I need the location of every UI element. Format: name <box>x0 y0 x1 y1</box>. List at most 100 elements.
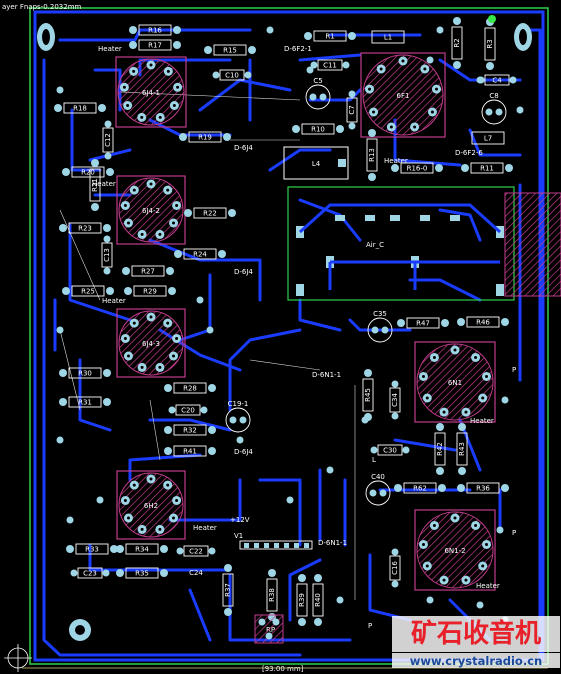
resistor[interactable] <box>457 316 509 328</box>
vacuum-tube-socket[interactable] <box>414 509 496 591</box>
resistor[interactable] <box>397 317 449 329</box>
via-pad[interactable] <box>206 326 214 334</box>
resistor[interactable] <box>66 543 118 555</box>
resistor-ref-label: R34 <box>135 546 149 554</box>
capacitor[interactable] <box>70 567 110 579</box>
resistor[interactable] <box>124 285 176 297</box>
air-capacitor-pad[interactable] <box>335 215 345 221</box>
capacitor[interactable] <box>481 99 507 125</box>
resistor[interactable] <box>129 24 181 36</box>
capacitor[interactable] <box>346 90 358 130</box>
via-pad[interactable] <box>436 26 444 34</box>
capacitor[interactable] <box>225 407 251 433</box>
via-pad[interactable] <box>56 86 64 94</box>
via-pad[interactable] <box>56 326 64 334</box>
via-pad[interactable] <box>196 296 204 304</box>
resistor[interactable] <box>89 159 101 211</box>
resistor[interactable] <box>59 222 111 234</box>
air-capacitor-pad[interactable] <box>420 215 430 221</box>
via-pad[interactable] <box>56 436 64 444</box>
inductor[interactable] <box>471 131 505 145</box>
capacitor[interactable] <box>365 480 391 506</box>
resistor[interactable] <box>59 367 111 379</box>
air-capacitor-pad[interactable] <box>365 215 375 221</box>
via-pad[interactable] <box>476 76 484 84</box>
site-watermark <box>392 616 560 668</box>
vacuum-tube-socket[interactable] <box>360 52 446 138</box>
via-pad[interactable] <box>306 66 314 74</box>
resistor[interactable] <box>434 423 446 475</box>
inductor[interactable] <box>283 146 349 180</box>
regulator-header-strip[interactable] <box>239 540 313 550</box>
resistor-ref-label: R46 <box>476 319 490 327</box>
potentiometer[interactable] <box>254 614 284 644</box>
via-pad[interactable] <box>236 436 244 444</box>
air-capacitor-pad[interactable] <box>296 284 304 296</box>
resistor[interactable] <box>292 123 344 135</box>
resistor[interactable] <box>304 30 356 42</box>
resistor[interactable] <box>122 265 174 277</box>
via-pad[interactable] <box>96 496 104 504</box>
via-pad[interactable] <box>286 496 294 504</box>
resistor[interactable] <box>62 285 114 297</box>
via-pad[interactable] <box>426 56 434 64</box>
inductor[interactable] <box>371 30 405 44</box>
capacitor-ref-label: C7 <box>348 105 356 114</box>
resistor[interactable] <box>59 396 111 408</box>
capacitor[interactable] <box>310 59 350 71</box>
resistor[interactable] <box>204 44 256 56</box>
capacitor[interactable] <box>367 317 393 343</box>
resistor[interactable] <box>164 382 216 394</box>
vacuum-tube-socket[interactable] <box>116 308 186 378</box>
via-pad[interactable] <box>66 516 74 524</box>
resistor[interactable] <box>312 574 324 626</box>
capacitor[interactable] <box>102 120 114 160</box>
resistor[interactable] <box>116 543 168 555</box>
resistor[interactable] <box>366 129 378 181</box>
air-capacitor-pad[interactable] <box>390 215 400 221</box>
capacitor-ref-label: C4 <box>492 77 502 85</box>
via-pad[interactable] <box>326 466 334 474</box>
copper-trace <box>348 318 412 332</box>
resistor[interactable] <box>129 39 181 51</box>
capacitor[interactable] <box>389 548 401 588</box>
via-pad[interactable] <box>501 396 509 404</box>
resistor[interactable] <box>184 207 236 219</box>
resistor[interactable] <box>164 424 216 436</box>
air-capacitor-pad[interactable] <box>450 215 460 221</box>
resistor[interactable] <box>62 166 114 178</box>
resistor[interactable] <box>54 102 106 114</box>
resistor[interactable] <box>222 564 234 616</box>
capacitor[interactable] <box>168 404 208 416</box>
vacuum-tube-socket[interactable] <box>115 56 187 128</box>
resistor[interactable] <box>179 131 231 143</box>
vacuum-tube-socket[interactable] <box>116 470 186 540</box>
resistor[interactable] <box>296 574 308 626</box>
via-pad[interactable] <box>336 596 344 604</box>
vacuum-tube-socket[interactable] <box>116 175 186 245</box>
resistor[interactable] <box>457 482 509 494</box>
via-pad[interactable] <box>266 26 274 34</box>
resistor[interactable] <box>461 162 513 174</box>
capacitor[interactable] <box>101 235 113 275</box>
air-capacitor-pad[interactable] <box>496 284 504 296</box>
resistor[interactable] <box>456 423 468 475</box>
via-pad[interactable] <box>361 416 369 424</box>
capacitor[interactable] <box>176 545 216 557</box>
via-pad[interactable] <box>516 106 524 114</box>
vacuum-tube-socket[interactable] <box>414 341 496 423</box>
resistor[interactable] <box>174 248 226 260</box>
capacitor[interactable] <box>212 69 252 81</box>
resistor[interactable] <box>116 567 168 579</box>
capacitor[interactable] <box>305 84 331 110</box>
via-pad[interactable] <box>476 601 484 609</box>
via-pad[interactable] <box>496 526 504 534</box>
resistor[interactable] <box>164 445 216 457</box>
resistor[interactable] <box>451 17 463 69</box>
via-pad[interactable] <box>426 596 434 604</box>
resistor[interactable] <box>391 162 443 174</box>
capacitor[interactable] <box>389 380 401 420</box>
resistor[interactable] <box>394 482 446 494</box>
capacitor[interactable] <box>370 444 410 456</box>
